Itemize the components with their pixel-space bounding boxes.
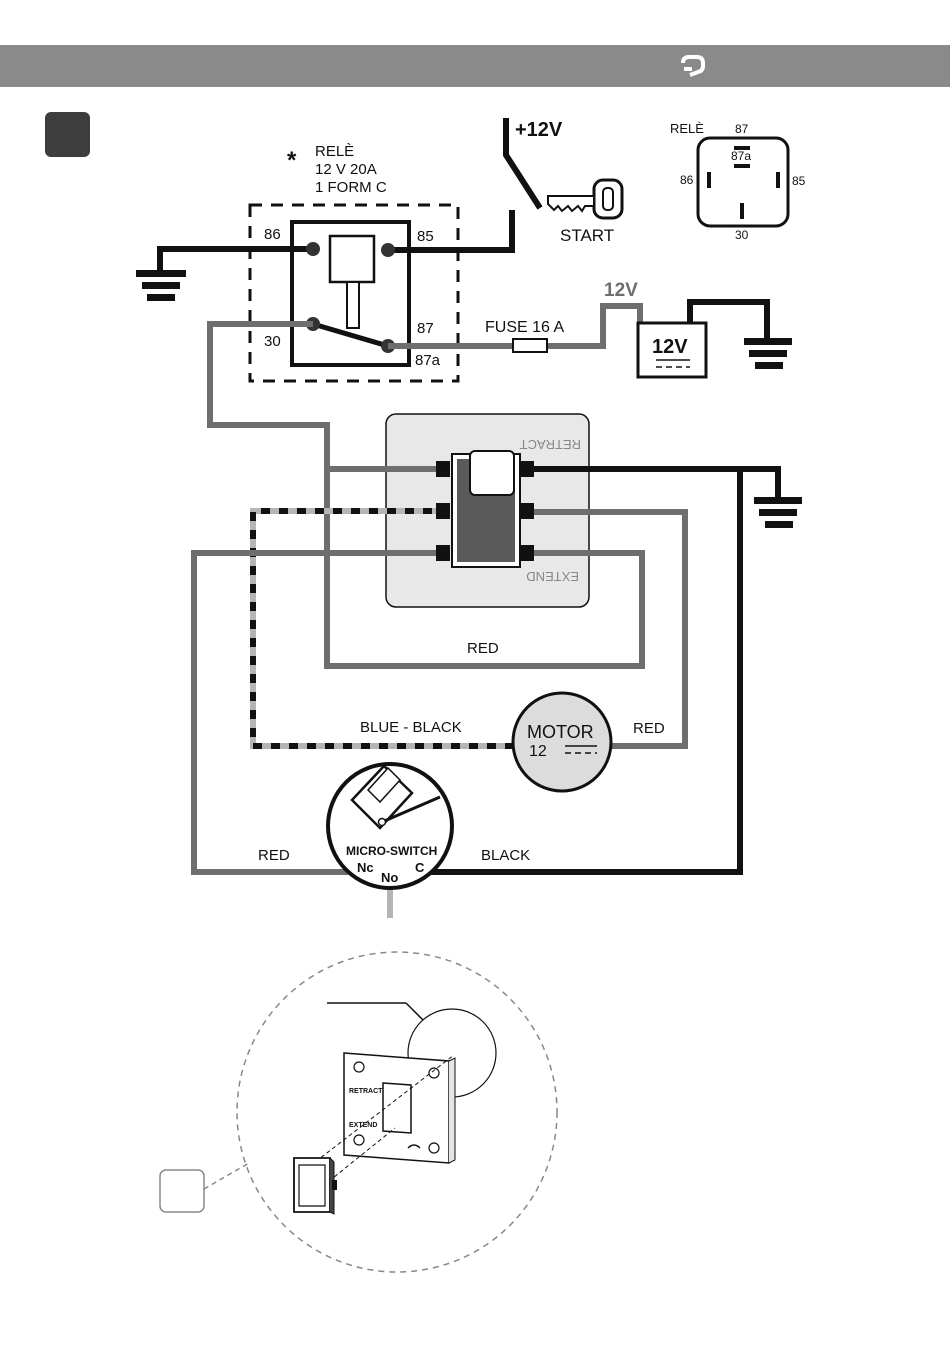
relay-note-line2: 12 V 20A xyxy=(315,161,377,178)
relay-pinout-title: RELÈ xyxy=(670,121,704,136)
wire-black-label: BLACK xyxy=(481,847,530,864)
ignition-start-label: START xyxy=(560,226,614,245)
relay-plunger xyxy=(347,282,359,328)
motor xyxy=(513,693,611,791)
ignition-voltage: +12V xyxy=(515,119,563,141)
wire-red-right-label: RED xyxy=(633,720,665,737)
relay-asterisk: * xyxy=(287,147,297,174)
detail-callout-leader xyxy=(204,1163,249,1189)
fuse-icon xyxy=(513,339,547,352)
relay-note-line3: 1 FORM C xyxy=(315,179,387,196)
header-bar xyxy=(0,45,950,87)
detail-callout-badge xyxy=(160,1170,204,1212)
ignition-key-icon xyxy=(548,180,622,218)
relay-pinout-pin-85 xyxy=(776,172,780,188)
micro-switch-c: C xyxy=(415,860,425,875)
detail-rocker-switch-icon xyxy=(294,1158,337,1214)
detail-panel xyxy=(344,1053,455,1163)
step-badge xyxy=(45,112,90,157)
wire-red-top-label: RED xyxy=(467,640,499,657)
relay-pin-87a: 87a xyxy=(415,352,441,369)
relay-pin-87: 87 xyxy=(417,320,434,337)
fuse-label: FUSE 16 A xyxy=(485,319,564,336)
relay-pinout-87-label: 87 xyxy=(735,122,749,136)
relay-pinout-86-label: 86 xyxy=(680,173,694,187)
motor-label: MOTOR xyxy=(527,722,594,742)
micro-switch-label: MICRO-SWITCH xyxy=(346,844,437,858)
battery-label: 12V xyxy=(652,336,688,358)
micro-switch-no: No xyxy=(381,870,398,885)
relay-terminal-86 xyxy=(306,242,320,256)
micro-switch-nc: Nc xyxy=(357,860,374,875)
relay-pinout-30-label: 30 xyxy=(735,228,749,242)
ground-left-icon xyxy=(136,270,186,301)
relay-terminal-85 xyxy=(381,243,395,257)
relay-pinout-87a-label: 87a xyxy=(731,149,751,163)
relay-pin-85: 85 xyxy=(417,228,434,245)
switch-panel-extend-label: EXTEND xyxy=(526,569,579,584)
wire-85-ignition xyxy=(388,210,512,250)
switch-panel-retract-label: RETRACT xyxy=(520,437,581,452)
wire-blue-black-label: BLUE - BLACK xyxy=(360,719,462,736)
relay-pinout-pin-87a xyxy=(734,164,750,168)
relay-pinout-pin-30 xyxy=(740,203,744,219)
wire-red-left-label: RED xyxy=(258,847,290,864)
relay-pin-30: 30 xyxy=(264,333,281,350)
relay-note-line1: RELÈ xyxy=(315,143,354,160)
relay-pinout-pin-86 xyxy=(707,172,711,188)
relay-pinout-85-label: 85 xyxy=(792,174,806,188)
ground-battery-icon xyxy=(744,338,792,369)
battery-wire-label: 12V xyxy=(604,280,638,301)
relay-coil xyxy=(330,236,374,282)
detail-panel-retract: RETRACT xyxy=(349,1088,383,1095)
ground-right-icon xyxy=(754,497,802,528)
relay-pin-86: 86 xyxy=(264,226,281,243)
motor-voltage: 12 xyxy=(529,743,547,760)
